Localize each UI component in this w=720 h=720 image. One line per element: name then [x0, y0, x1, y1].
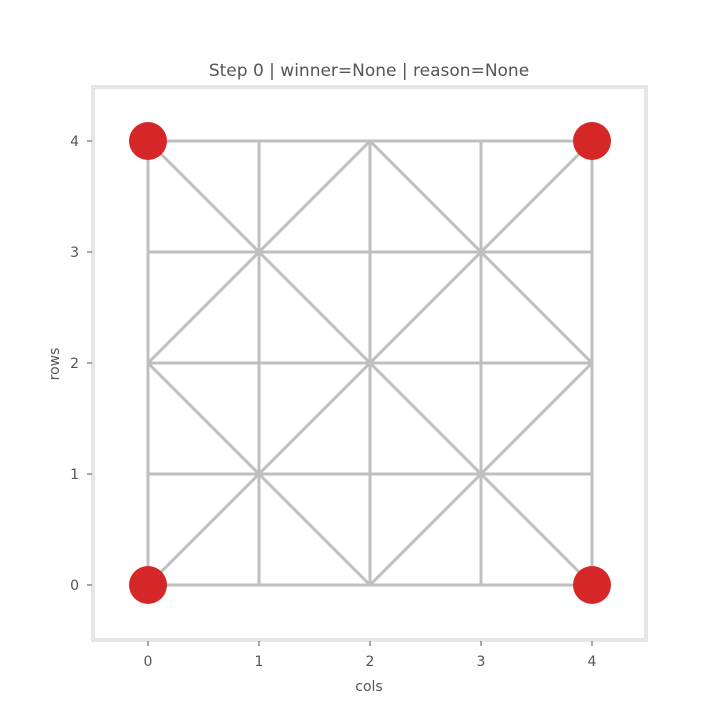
red-piece-4-4[interactable] [573, 122, 611, 160]
x-tick-label: 4 [588, 654, 597, 670]
figure-title: Step 0 | winner=None | reason=None [209, 61, 529, 81]
y-tick-label: 3 [70, 245, 79, 261]
y-tick-label: 0 [70, 578, 79, 594]
y-tick-label: 1 [70, 467, 79, 483]
plot-frame-inner [93, 87, 646, 640]
axis-ticks: 0 1 2 3 4 0 1 2 3 4 [70, 134, 596, 670]
board-diagonal-down-1 [146, 139, 372, 365]
board-pieces [129, 122, 611, 604]
x-tick-label: 0 [144, 654, 153, 670]
y-tick-label: 4 [70, 134, 79, 150]
x-axis-label: cols [355, 679, 382, 695]
y-tick-label: 2 [70, 356, 79, 372]
red-piece-4-0[interactable] [573, 566, 611, 604]
x-tick-label: 2 [366, 654, 375, 670]
board-diagonal-down-0 [146, 361, 372, 587]
board-lines [146, 139, 594, 587]
board-diagonal-down-3 [368, 139, 594, 365]
x-tick-label: 3 [477, 654, 486, 670]
x-tick-label: 1 [255, 654, 264, 670]
y-axis-label: rows [47, 348, 63, 381]
red-piece-0-0[interactable] [129, 566, 167, 604]
board-diagonal-down-2 [368, 361, 594, 587]
red-piece-0-4[interactable] [129, 122, 167, 160]
